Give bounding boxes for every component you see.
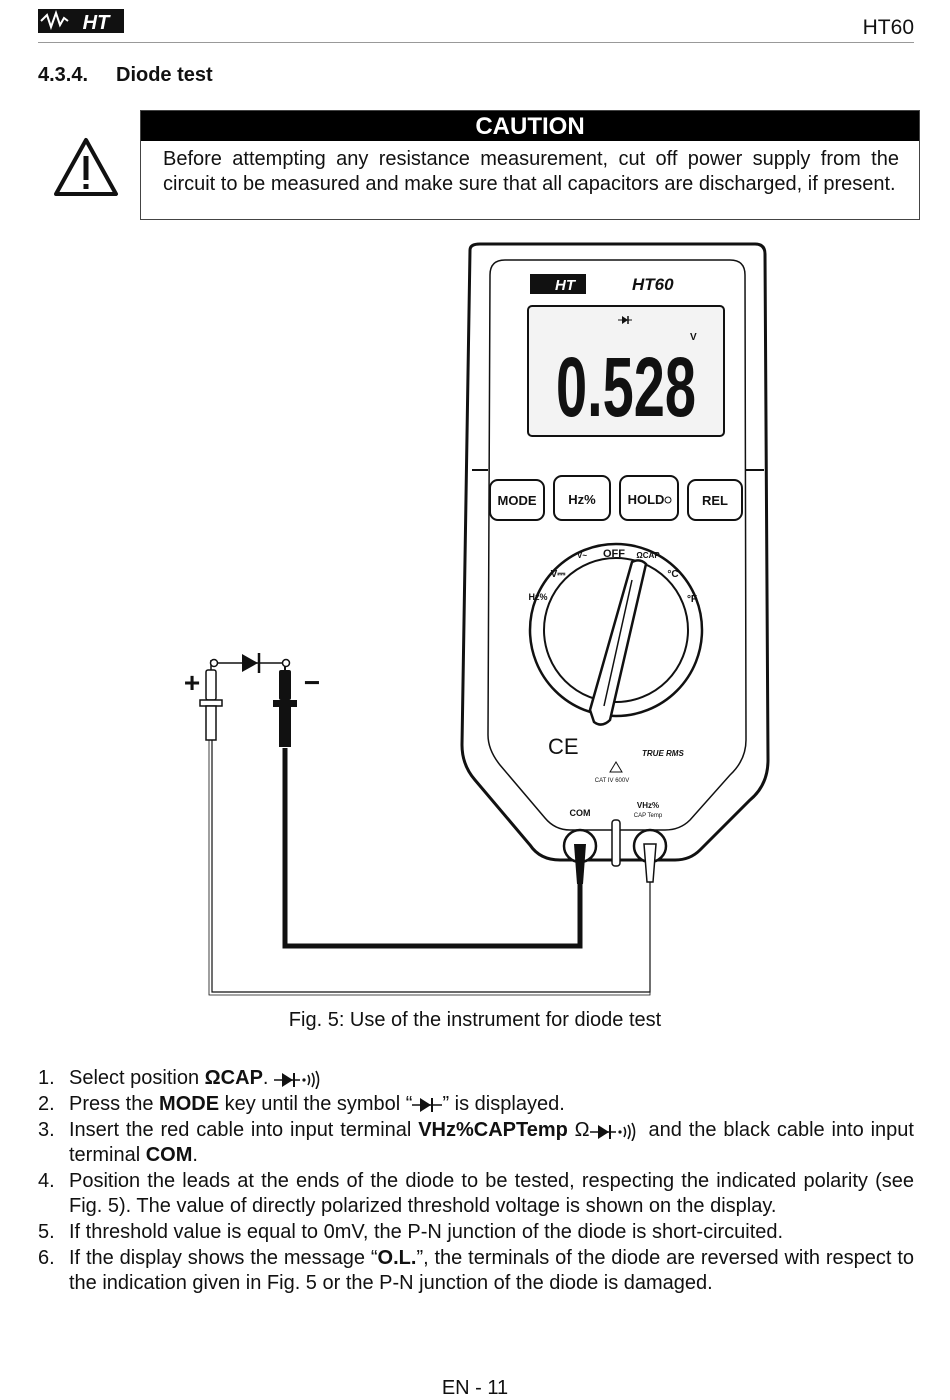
category-warning-icon: [609, 761, 623, 773]
terminal-com-label: COM: [570, 808, 591, 818]
logo-text: HT: [83, 12, 111, 34]
meter-brand-text: HT: [555, 277, 577, 294]
document-id: HT60: [862, 16, 914, 39]
ce-mark: CE: [548, 734, 579, 759]
polarity-plus: +: [184, 667, 200, 698]
diode-under-test: [209, 653, 291, 673]
black-lead-plug: [574, 844, 586, 884]
procedure-list: 1. Select position ΩCAP. 2. Press the MO…: [38, 1066, 914, 1297]
lcd-unit: V: [690, 332, 697, 343]
mode-button: [489, 479, 545, 521]
rel-button: [687, 479, 743, 521]
polarity-minus: −: [304, 667, 320, 698]
page-number: EN - 11: [441, 1377, 509, 1399]
mode-button-label: MODE: [498, 493, 537, 508]
lcd-display: [527, 305, 725, 437]
red-probe: [199, 660, 223, 741]
hold-button: [619, 475, 679, 521]
list-item: 3. Insert the red cable into input termi…: [38, 1119, 914, 1166]
page-header: HT HT60: [38, 0, 914, 43]
caution-title: CAUTION: [141, 111, 919, 141]
dial-label-vac: V~: [577, 551, 587, 560]
terminal-v-sub-label: CAP Temp: [634, 813, 663, 819]
red-lead-plug: [643, 843, 657, 883]
dial-label-vdc: V⎓: [551, 569, 566, 580]
dial-label-fahrenheit: °F: [687, 594, 697, 605]
black-probe: [273, 660, 297, 747]
caution-text: Before attempting any resistance measure…: [163, 148, 899, 195]
black-cable: [282, 748, 583, 949]
section-number: 4.3.4.: [38, 64, 89, 86]
button-row: MODE Hz% HOLD REL: [489, 475, 743, 521]
list-item: 5. If threshold value is equal to 0mV, t…: [38, 1221, 784, 1243]
true-rms-label: TRUE RMS: [642, 749, 684, 758]
dial-label-off: OFF: [603, 548, 625, 560]
rel-button-label: REL: [702, 493, 728, 508]
terminal-v-label: VHz%: [637, 801, 659, 810]
section-heading: 4.3.4. Diode test: [38, 64, 213, 87]
list-item: 2. Press the MODE key until the symbol “…: [38, 1093, 565, 1115]
hold-button-label: HOLD: [628, 492, 665, 507]
rotary-selector: OFF V~ V⎓ Hz% ΩCAP °C °F: [528, 542, 704, 726]
ht-logo: HT: [38, 9, 124, 34]
diode-icon: [412, 1097, 443, 1112]
dial-label-celsius: °C: [667, 569, 678, 580]
list-item: 4. Position the leads at the ends of the…: [38, 1170, 914, 1217]
lcd-reading: 0.528: [556, 340, 696, 434]
meter-model-text: HT60: [632, 275, 674, 294]
multimeter-figure: HT HT60 V 0.528 MODE Hz% HOLD REL OFF V~…: [184, 242, 770, 996]
dial-label-hz: Hz%: [528, 592, 547, 602]
list-item: 1. Select position ΩCAP.: [38, 1066, 914, 1091]
lcd-diode-icon: [618, 316, 632, 324]
category-label: CAT IV 600V: [595, 778, 629, 784]
warning-triangle-icon: [54, 138, 118, 196]
caution-box: CAUTION Before attempting any resistance…: [140, 110, 920, 220]
backlight-icon: [664, 496, 672, 504]
figure-caption: Fig. 5: Use of the instrument for diode …: [288, 1009, 662, 1031]
section-title: Diode test: [116, 64, 213, 86]
hz-button-label: Hz%: [568, 492, 596, 507]
list-item: 6. If the display shows the message “O.L…: [38, 1247, 914, 1294]
meter-brand-badge: [530, 274, 586, 294]
dial-label-ohm-cap: ΩCAP: [636, 551, 660, 560]
hz-button: [553, 475, 611, 521]
diode-buzzer-icon: [589, 1122, 635, 1141]
diode-buzzer-icon: [274, 1070, 320, 1089]
